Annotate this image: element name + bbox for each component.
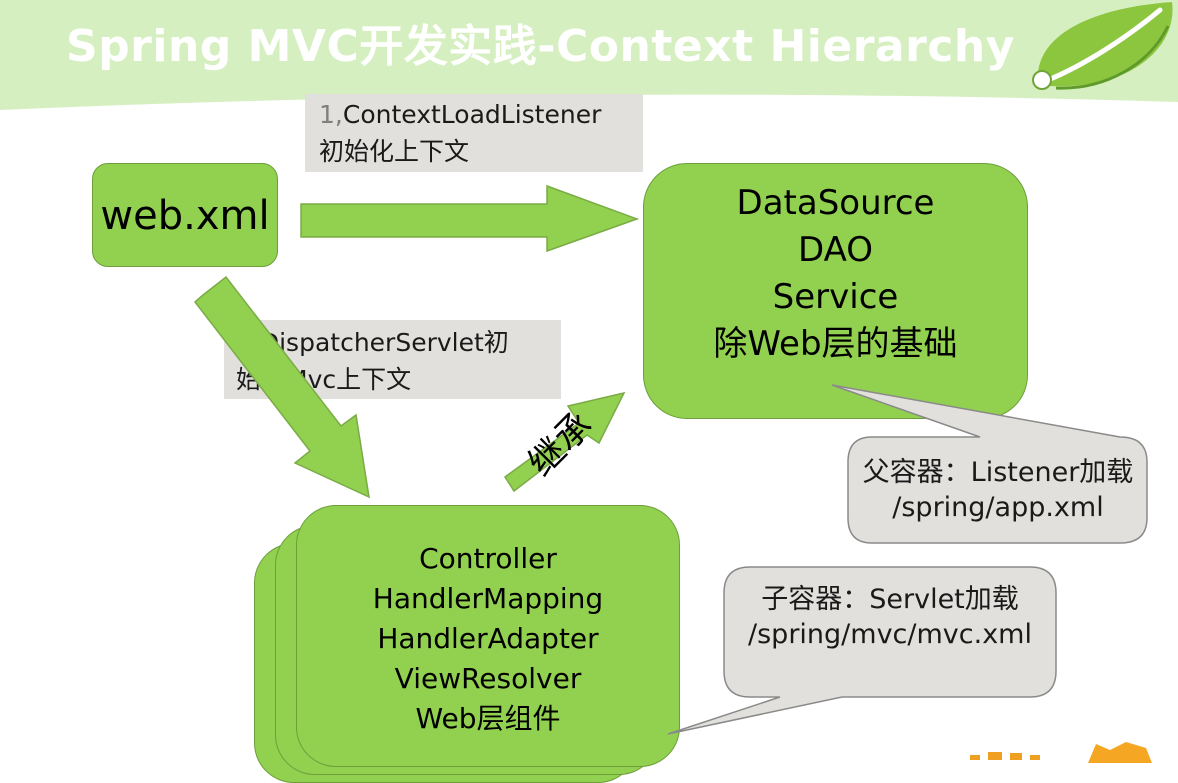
parent-item-dao: DAO: [797, 230, 873, 270]
step1-text-line1: ContextLoadListener: [342, 100, 602, 129]
watermark-logo: [970, 742, 1152, 763]
mvc-item-controller: Controller: [419, 542, 557, 575]
slide-title: Spring MVC开发实践-Context Hierarchy: [66, 21, 1015, 72]
child-callout-line2: /spring/mvc/mvc.xml: [748, 619, 1032, 650]
child-callout-line1: 子容器：Servlet加载: [761, 584, 1019, 615]
parent-item-base-layer: 除Web层的基础: [713, 324, 958, 364]
parent-callout-line2: /spring/app.xml: [892, 492, 1104, 523]
webxml-box: web.xml: [92, 163, 278, 267]
mvc-item-handlermapping: HandlerMapping: [372, 582, 604, 615]
parent-callout-line1: 父容器：Listener加载: [862, 457, 1134, 488]
header-band: [0, 0, 1178, 110]
step2-number: 2,: [236, 328, 260, 357]
parent-context-box: DataSource DAO Service 除Web层的基础: [643, 163, 1028, 419]
spring-leaf-logo: [1032, 2, 1173, 90]
mvc-context-box: Controller HandlerMapping HandlerAdapter…: [296, 505, 680, 767]
arrow-webxml-to-parent: [300, 184, 640, 253]
step2-text-line1: DispatcherServlet初: [259, 328, 509, 357]
mvc-item-viewresolver: ViewResolver: [394, 662, 582, 695]
step1-label: 1,ContextLoadListener 初始化上下文: [305, 94, 643, 172]
step1-text-line2: 初始化上下文: [319, 137, 470, 166]
child-callout-text: 子容器：Servlet加载 /spring/mvc/mvc.xml: [724, 582, 1056, 652]
parent-callout-text: 父容器：Listener加载 /spring/app.xml: [848, 455, 1148, 525]
step2-text-line2: 始化Mvc上下文: [236, 365, 412, 394]
inherit-label: 继承: [520, 404, 601, 485]
step1-number: 1,: [319, 100, 343, 129]
parent-item-datasource: DataSource: [736, 183, 935, 223]
mvc-item-web-components: Web层组件: [415, 702, 561, 735]
step2-label: 2,DispatcherServlet初 始化Mvc上下文: [224, 320, 561, 399]
mvc-item-handleradapter: HandlerAdapter: [377, 622, 599, 655]
parent-item-service: Service: [772, 277, 899, 317]
